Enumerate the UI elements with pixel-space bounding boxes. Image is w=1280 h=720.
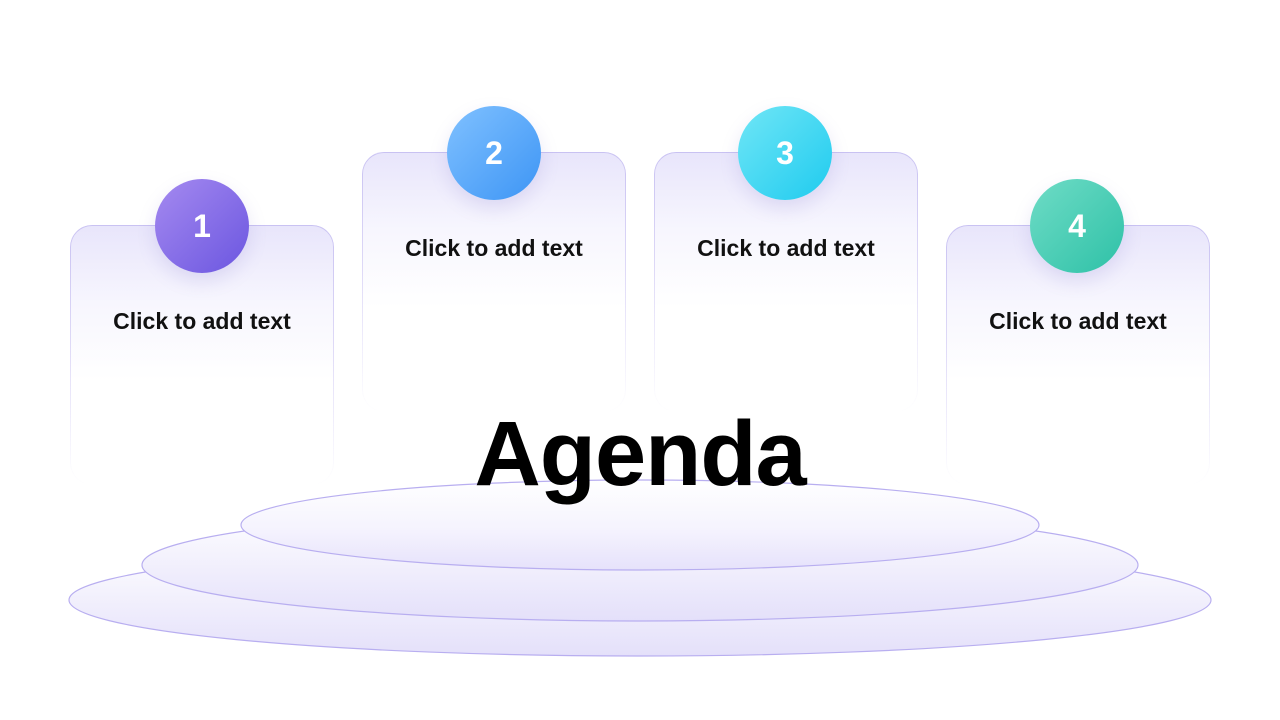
agenda-number-3-badge: 3 (738, 106, 832, 200)
page-title[interactable]: Agenda (474, 403, 806, 505)
agenda-number-1-badge: 1 (155, 179, 249, 273)
agenda-item-4-text[interactable]: Click to add text (989, 308, 1167, 334)
agenda-number-4-badge: 4 (1030, 179, 1124, 273)
agenda-number-3: 3 (776, 134, 794, 171)
agenda-item-2-text[interactable]: Click to add text (405, 235, 583, 261)
agenda-number-2: 2 (485, 134, 503, 171)
agenda-card-3[interactable]: Click to add text (654, 152, 918, 412)
agenda-number-4: 4 (1068, 207, 1086, 244)
agenda-item-3-text[interactable]: Click to add text (697, 235, 875, 261)
agenda-number-1: 1 (193, 207, 211, 244)
agenda-number-2-badge: 2 (447, 106, 541, 200)
agenda-item-1-text[interactable]: Click to add text (113, 308, 291, 334)
podium-top-tier (240, 479, 1040, 571)
